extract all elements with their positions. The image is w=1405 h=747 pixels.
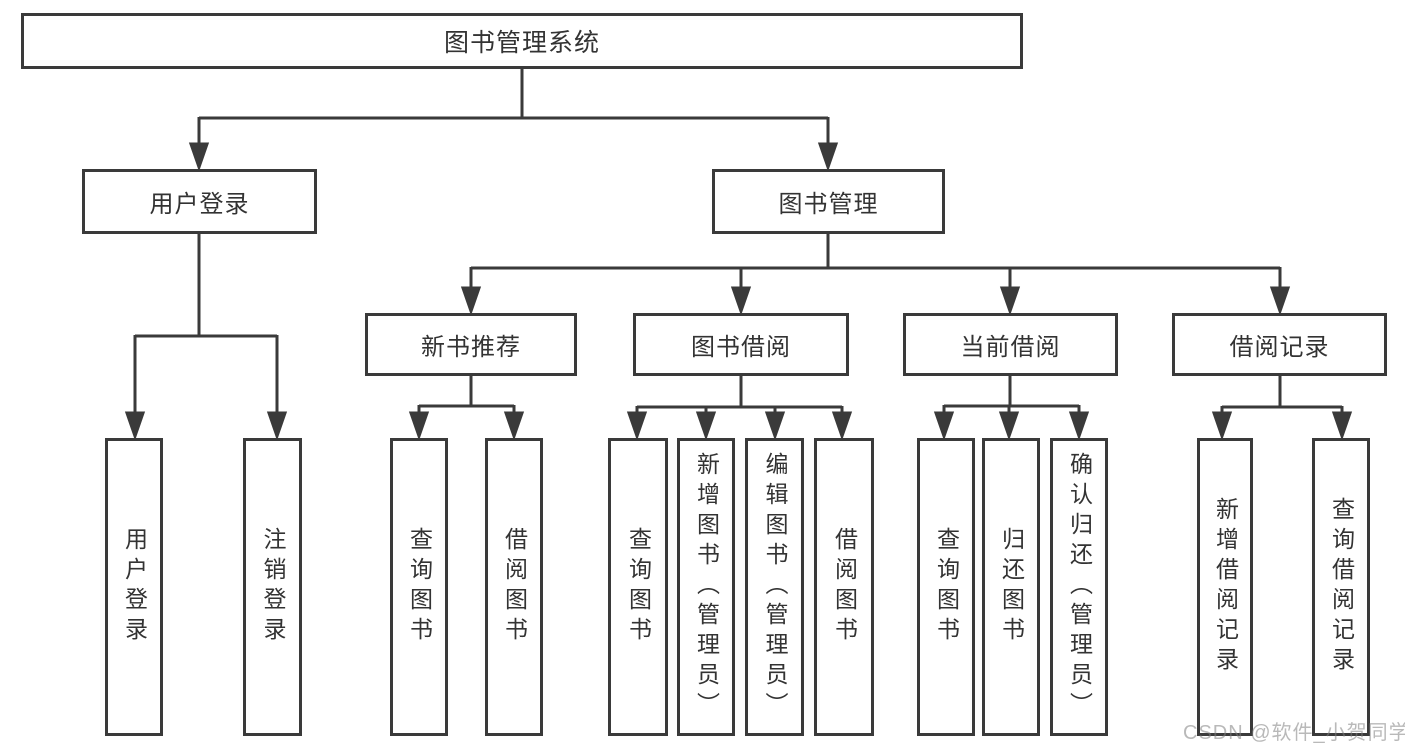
leaf-logout-label: 注销登录 <box>260 527 286 647</box>
connector-current-borrow-children <box>933 376 1090 441</box>
leaf-borrow-book-borrow: 借阅图书 <box>814 438 874 736</box>
leaf-return-book-label: 归还图书 <box>998 527 1025 647</box>
leaf-logout: 注销登录 <box>243 438 302 736</box>
leaf-query-book-borrow-label: 查询图书 <box>625 527 652 647</box>
leaf-return-book: 归还图书 <box>982 438 1040 736</box>
leaf-add-book-admin: 新增图书（管理员） <box>677 438 735 736</box>
node-new-book-recommend-label: 新书推荐 <box>421 334 521 361</box>
leaf-query-book-recommend: 查询图书 <box>390 438 448 736</box>
csdn-watermark: CSDN @软件_小贺同学 <box>1183 722 1405 744</box>
leaf-user-login-label: 用户登录 <box>121 527 148 647</box>
leaf-edit-book-admin: 编辑图书（管理员） <box>745 438 804 736</box>
connector-root-to-level2 <box>188 69 839 172</box>
leaf-confirm-return-admin-label: 确认归还（管理员） <box>1066 452 1093 722</box>
leaf-query-borrow-record: 查询借阅记录 <box>1312 438 1370 736</box>
node-current-borrow: 当前借阅 <box>903 313 1118 376</box>
node-new-book-recommend: 新书推荐 <box>365 313 577 376</box>
leaf-user-login: 用户登录 <box>105 438 163 736</box>
leaf-borrow-book-borrow-label: 借阅图书 <box>831 527 858 647</box>
leaf-query-book-borrow: 查询图书 <box>608 438 668 736</box>
node-root: 图书管理系统 <box>21 13 1023 69</box>
leaf-query-book-recommend-label: 查询图书 <box>406 527 433 647</box>
connector-new-book-rec-children <box>408 376 525 441</box>
connector-book-mgmt-children <box>460 234 1291 316</box>
node-book-management-label: 图书管理 <box>778 191 879 218</box>
connector-book-borrow-children <box>626 376 853 441</box>
node-user-login: 用户登录 <box>82 169 317 234</box>
leaf-borrow-book-recommend: 借阅图书 <box>485 438 543 736</box>
node-book-borrow-label: 图书借阅 <box>691 334 791 361</box>
leaf-add-borrow-record: 新增借阅记录 <box>1197 438 1253 736</box>
node-book-management: 图书管理 <box>712 169 945 234</box>
leaf-edit-book-admin-label: 编辑图书（管理员） <box>762 452 788 722</box>
connector-user-login-children <box>124 234 288 441</box>
node-user-login-label: 用户登录 <box>149 191 250 218</box>
leaf-query-borrow-record-label: 查询借阅记录 <box>1328 497 1355 677</box>
leaf-query-book-current-label: 查询图书 <box>933 527 960 647</box>
node-root-label: 图书管理系统 <box>443 29 600 57</box>
node-borrow-records-label: 借阅记录 <box>1229 334 1330 361</box>
leaf-borrow-book-recommend-label: 借阅图书 <box>501 527 528 647</box>
node-borrow-records: 借阅记录 <box>1172 313 1387 376</box>
connector-borrow-records-children <box>1211 376 1353 441</box>
node-book-borrow: 图书借阅 <box>633 313 849 376</box>
node-current-borrow-label: 当前借阅 <box>960 334 1061 361</box>
leaf-add-book-admin-label: 新增图书（管理员） <box>693 452 720 722</box>
leaf-query-book-current: 查询图书 <box>917 438 975 736</box>
leaf-add-borrow-record-label: 新增借阅记录 <box>1212 497 1239 677</box>
leaf-confirm-return-admin: 确认归还（管理员） <box>1050 438 1108 736</box>
